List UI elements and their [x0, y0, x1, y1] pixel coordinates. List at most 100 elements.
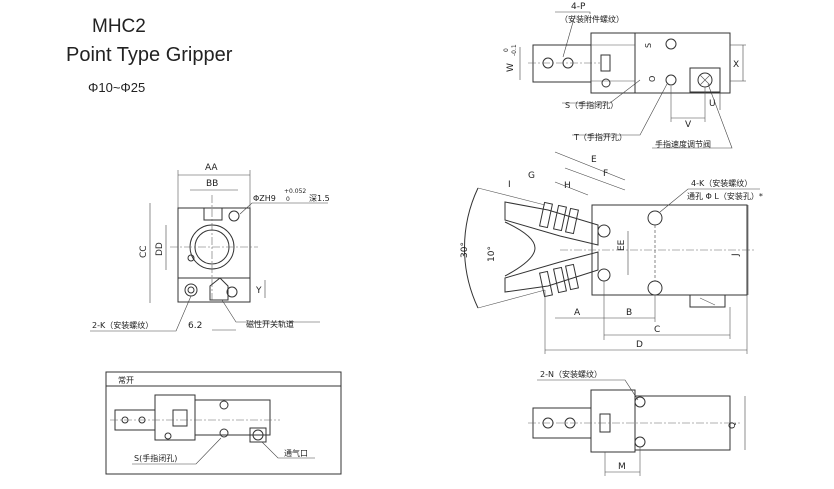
- top-body-right: [634, 32, 731, 94]
- side-c-label: C: [654, 325, 660, 335]
- side-thru-hole-label: 通孔 Φ L（安装孔）*: [687, 191, 763, 201]
- top-valve-leader: [652, 83, 733, 149]
- side-valve: [689, 294, 726, 308]
- inset-frame: [105, 371, 342, 475]
- inset-air-leader: [261, 441, 315, 459]
- side-arc-bot: [477, 289, 546, 309]
- side-angle30-label: 30°: [460, 242, 470, 258]
- bore-range: Φ10~Φ25: [88, 80, 146, 95]
- inset-small-hole: [164, 432, 172, 440]
- inset-body: [154, 394, 196, 441]
- side-e-label: E: [591, 155, 597, 165]
- side-lower-finger: [504, 251, 599, 293]
- front-bb-label: BB: [206, 179, 218, 189]
- inset-port-1: [219, 400, 229, 410]
- side-i-label: I: [508, 180, 511, 190]
- front-zh-tol-bot: 0: [286, 196, 290, 203]
- side-view: E F G H I 30° 10° EE: [460, 151, 763, 354]
- top-port-t: [665, 74, 677, 86]
- side-4k-label: 4-K（安装螺纹）: [691, 178, 752, 188]
- top-u-label: U: [709, 99, 716, 109]
- front-k-hole-inner: [187, 286, 195, 294]
- side-e-dim: [554, 151, 626, 181]
- front-top-tab: [203, 207, 223, 221]
- top-w-tol2: 0: [503, 48, 510, 52]
- front-k-hole: [184, 283, 198, 297]
- inset-s-leader: [132, 437, 222, 465]
- front-62-label: 6.2: [188, 321, 202, 331]
- side-k-hole-2: [647, 280, 663, 296]
- front-body: [177, 207, 251, 279]
- front-rail-groove: [209, 277, 229, 301]
- side-pin-2: [552, 204, 568, 232]
- bottom-view: 2-N（安装螺纹） Q M: [528, 369, 746, 476]
- top-port-s: [665, 38, 677, 50]
- inset-normally-open: 常开 S(手指闭孔) 通气口: [105, 371, 342, 475]
- top-bracket: [532, 44, 592, 83]
- side-f-label: F: [603, 169, 608, 179]
- side-arc: [464, 187, 479, 309]
- front-zh-leader: [239, 202, 328, 215]
- side-pin-4: [538, 270, 554, 298]
- side-j-label: J: [731, 253, 741, 257]
- top-view: 4-P （安装附件螺纹） S O W -0.1 0 X: [503, 2, 746, 149]
- top-v-label: V: [685, 120, 692, 130]
- side-h-label: H: [564, 181, 571, 191]
- top-w-label: W: [506, 63, 516, 72]
- side-jaw-gap: [504, 221, 536, 277]
- inset-valve-knob: [252, 429, 264, 441]
- top-x-label: X: [733, 60, 739, 70]
- top-4p-leader: [555, 11, 591, 14]
- top-body: [590, 32, 636, 94]
- top-mount-thread-label: （安装附件螺纹）: [560, 14, 624, 24]
- front-magnet-leader: [221, 299, 320, 323]
- top-valve-mark2: [699, 74, 711, 86]
- front-2k-leader: [90, 295, 192, 332]
- front-zh-label: ΦZH9: [253, 194, 276, 203]
- side-k-hole-1: [647, 210, 663, 226]
- bottom-m-label: M: [618, 462, 626, 472]
- front-2k-label: 2-K（安装螺纹）: [92, 320, 153, 330]
- top-t-leader: [572, 83, 668, 136]
- top-s-close-label: S（手指闭孔）: [565, 100, 618, 110]
- side-angle10-label: 10°: [487, 246, 497, 262]
- side-pivot-bot: [597, 268, 611, 282]
- top-speed-valve-label: 手指速度调节阀: [655, 139, 711, 149]
- top-t-open-label: T（手指开孔）: [573, 132, 627, 142]
- front-dd-label: DD: [155, 242, 165, 256]
- bottom-n-hole-1: [634, 396, 646, 408]
- side-pin-1: [538, 201, 554, 229]
- product-code: MHC2: [92, 16, 146, 37]
- top-s-leader: [562, 79, 641, 104]
- top-small-hole: [601, 78, 611, 88]
- side-a-label: A: [574, 308, 581, 318]
- side-4k-leader: [659, 188, 760, 213]
- inset-slot: [172, 409, 188, 427]
- front-small-hole: [187, 254, 195, 262]
- top-finger-slot: [600, 54, 611, 72]
- inset-air-port-label: 通气口: [284, 448, 308, 458]
- side-upper-finger: [504, 201, 599, 246]
- front-cc-label: CC: [139, 245, 149, 258]
- front-zh-hole: [228, 210, 240, 222]
- side-b-label: B: [626, 308, 632, 318]
- inset-port-2: [219, 428, 229, 438]
- side-pin-5: [552, 266, 568, 294]
- top-4p-arrow: [562, 14, 576, 58]
- front-rail: [177, 277, 251, 303]
- side-ee-label: EE: [617, 239, 627, 251]
- bottom-2n-label: 2-N（安装螺纹）: [540, 369, 602, 379]
- front-zh-depth: 深1.5: [309, 194, 330, 203]
- top-o-letter: O: [648, 76, 657, 82]
- side-pivot-top: [597, 224, 611, 238]
- product-name: Point Type Gripper: [66, 44, 233, 66]
- side-pin-6: [564, 263, 580, 291]
- side-arc-top: [477, 187, 546, 206]
- top-s-letter: S: [644, 43, 653, 48]
- inset-valve: [249, 427, 267, 443]
- front-zh-tol-top: +0.052: [284, 188, 306, 195]
- bottom-2n-leader: [537, 379, 639, 401]
- front-y-label: Y: [255, 286, 262, 296]
- side-d-label: D: [636, 340, 643, 350]
